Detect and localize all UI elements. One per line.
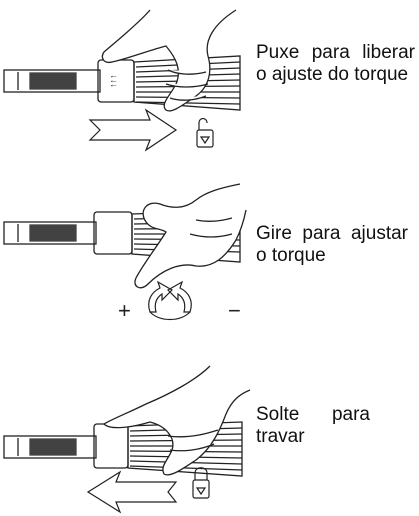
rotate-arrows-icon: [148, 280, 192, 321]
unlocked-padlock-icon: [196, 117, 214, 148]
step-pull-release: ↑↑↑: [0, 0, 419, 165]
hand-drawing: [102, 365, 251, 476]
caption-line: o torque: [256, 245, 326, 266]
step-release-lock: Solte para travar: [0, 350, 419, 516]
caption-line: Gire para ajustar: [256, 223, 408, 244]
hand-drawing: [101, 9, 237, 112]
step2-illustration: [3, 183, 247, 321]
caption-line: o ajuste do torque: [256, 64, 409, 85]
hand-drawing: [134, 183, 247, 289]
plus-symbol: +: [118, 298, 131, 323]
step-rotate-adjust: + − Gire para ajustar o torque: [0, 170, 419, 345]
svg-text:↑↑↑: ↑↑↑: [108, 75, 118, 89]
caption-line: Puxe para liberar: [256, 42, 415, 63]
arrow-left-icon: [86, 470, 178, 514]
arrow-right-icon: [88, 108, 178, 152]
step1-illustration: ↑↑↑: [3, 9, 241, 152]
step3-illustration: [3, 365, 251, 514]
step1-caption: Puxe para liberar o ajuste do torque: [256, 42, 415, 86]
step2-caption: Gire para ajustar o torque: [256, 223, 408, 267]
locked-padlock-icon: [192, 467, 210, 499]
step3-caption: Solte para travar: [256, 404, 370, 448]
caption-line: Solte para: [256, 404, 370, 425]
minus-symbol: −: [228, 298, 241, 323]
caption-line: travar: [256, 426, 305, 447]
